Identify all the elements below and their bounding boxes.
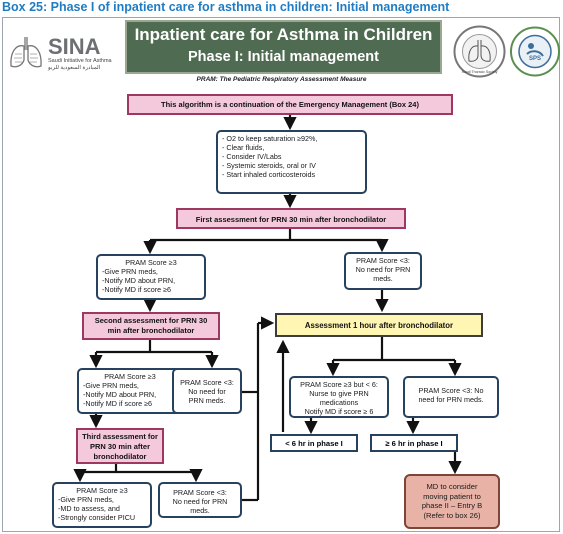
box-line: PRAM Score ≥3	[125, 258, 177, 267]
box-label: < 6 hr in phase I	[285, 439, 343, 448]
box-line: -Strongly consider PICU	[58, 513, 136, 522]
box-line: Second assessment for PRN 30	[94, 316, 208, 325]
title-banner: Inpatient care for Asthma in Children Ph…	[125, 20, 442, 74]
pram-score-3-to-6-box: PRAM Score ≥3 but < 6: Nurse to give PRN…	[289, 376, 389, 418]
box-line: moving patient to	[423, 491, 481, 501]
box-line: bronchodilator	[93, 452, 147, 461]
less-than-6hr-box: < 6 hr in phase I	[270, 434, 358, 452]
pram-score-lt3-box-a: PRAM Score <3: No need for PRN meds.	[344, 252, 422, 290]
figure-caption: Box 25: Phase I of inpatient care for as…	[2, 0, 450, 14]
box-line: phase II – Entry B	[421, 501, 483, 510]
box-line: PRN 30 min after	[89, 442, 151, 451]
box-line: -Notify MD about PRN,	[102, 276, 176, 285]
box-line: need for PRN meds.	[418, 395, 484, 404]
6hr-or-more-box: ≥ 6 hr in phase I	[370, 434, 458, 452]
box-line: PRAM Score <3: No	[418, 386, 484, 395]
box-line: Notify MD if score ≥ 6	[304, 407, 374, 416]
seal-text: SPS	[528, 56, 541, 62]
pram-score-lt3-box-b: PRAM Score <3: No need for PRN meds.	[172, 368, 242, 414]
assessment-1hr-box: Assessment 1 hour after bronchodilator	[275, 313, 483, 337]
thoracic-society-seal: Saudi Thoracic Society	[452, 24, 507, 79]
box-line: PRAM Score ≥3	[76, 486, 128, 495]
banner-subtitle: Phase I: Initial management	[188, 49, 379, 65]
pram-definition: PRAM: The Pediatric Respiratory Assessme…	[196, 76, 367, 83]
sina-name: SINA	[48, 34, 101, 59]
sina-logo: SINA Saudi Initiative for Asthma المبادر…	[6, 30, 118, 74]
box-line: PRAM Score <3:	[356, 256, 410, 265]
pram-score-3-box-a: PRAM Score ≥3 -Give PRN meds, -Notify MD…	[96, 254, 206, 300]
order-line: - O2 to keep saturation ≥92%,	[222, 134, 318, 143]
box-line: -Notify MD if score ≥6	[83, 399, 153, 408]
box-line: Third assessment for	[82, 432, 158, 441]
order-line: - Clear fluids,	[222, 143, 265, 152]
box-line: -Notify MD if score ≥6	[102, 285, 172, 294]
initial-orders-box: - O2 to keep saturation ≥92%, - Clear fl…	[216, 130, 367, 194]
third-assessment-box: Third assessment for PRN 30 min after br…	[76, 428, 164, 464]
md-consider-phase2-box: MD to consider moving patient to phase I…	[404, 474, 500, 529]
order-line: - Consider IV/Labs	[222, 152, 282, 161]
box-line: -MD to assess, and	[58, 504, 120, 513]
box-line: No need for	[188, 387, 226, 396]
pram-score-lt3-box-c: PRAM Score <3: No need for PRN meds.	[158, 482, 242, 518]
assessment-1hr-text: Assessment 1 hour after bronchodilator	[304, 321, 454, 330]
order-line: - Start inhaled corticosteroids	[222, 170, 316, 179]
box-line: meds.	[373, 274, 393, 283]
box-line: PRN meds.	[188, 396, 226, 405]
box-line: PRAM Score ≥3	[104, 372, 156, 381]
first-assessment-text: First assessment for PRN 30 min after br…	[195, 215, 387, 224]
pram-score-lt3-box-d: PRAM Score <3: No need for PRN meds.	[403, 376, 499, 418]
box-label: ≥ 6 hr in phase I	[385, 439, 443, 448]
seal-text: Saudi Thoracic Society	[461, 70, 498, 74]
box-line: meds.	[190, 506, 210, 515]
box-line: MD to consider	[426, 482, 478, 491]
order-line: - Systemic steroids, oral or IV	[222, 161, 316, 170]
box-line: PRAM Score <3:	[180, 378, 234, 387]
box-line: PRAM Score ≥3 but < 6:	[300, 380, 378, 389]
box-line: PRAM Score <3:	[173, 488, 227, 497]
box-line: (Refer to box 26)	[423, 510, 481, 520]
box-line: medications	[319, 398, 359, 407]
box-line: Nurse to give PRN	[309, 389, 369, 398]
box-line: -Notify MD about PRN,	[83, 390, 157, 399]
box-line: min after bronchodilator	[107, 326, 195, 335]
first-assessment-box: First assessment for PRN 30 min after br…	[176, 208, 406, 229]
banner-title: Inpatient care for Asthma in Children	[134, 25, 433, 44]
continuation-box: This algorithm is a continuation of the …	[127, 94, 453, 115]
figure-frame	[2, 17, 560, 532]
box-line: -Give PRN meds,	[58, 495, 114, 504]
sina-subtitle-arabic: المبادرة السعودية للربو	[48, 65, 101, 71]
second-assessment-box: Second assessment for PRN 30 min after b…	[82, 312, 220, 340]
sina-subtitle: Saudi Initiative for Asthma	[48, 58, 112, 64]
continuation-text: This algorithm is a continuation of the …	[161, 100, 419, 109]
pram-score-3-box-c: PRAM Score ≥3 -Give PRN meds, -MD to ass…	[52, 482, 152, 528]
pram-score-3-box-b: PRAM Score ≥3 -Give PRN meds, -Notify MD…	[77, 368, 183, 414]
box-line: -Give PRN meds,	[83, 381, 139, 390]
lungs-icon	[10, 37, 42, 68]
box-line: -Give PRN meds,	[102, 267, 158, 276]
box-line: No need for PRN	[355, 265, 411, 274]
pediatric-society-seal: SPS	[509, 24, 561, 79]
box-line: No need for PRN	[172, 497, 228, 506]
